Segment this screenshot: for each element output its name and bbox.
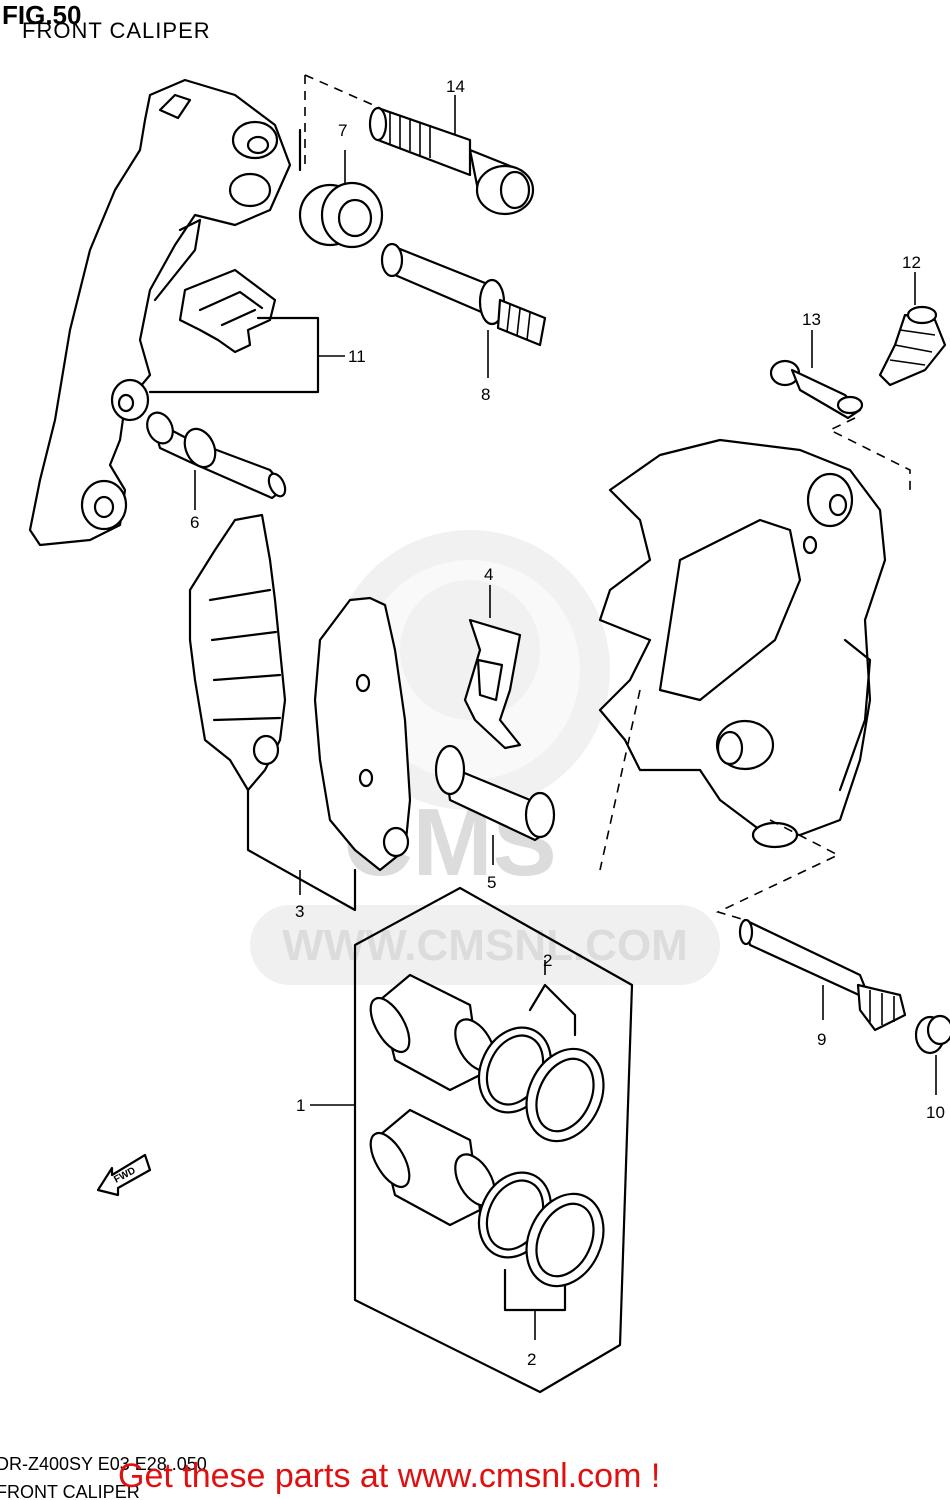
page-title: FRONT CALIPER — [22, 18, 211, 43]
piston-seal-upper[interactable] — [466, 1016, 618, 1154]
figure-number: FIG.50 — [2, 0, 81, 30]
dashed-14 — [304, 74, 381, 170]
callout-10: 10 — [926, 1103, 945, 1122]
watermark-url-text: WWW.CMSNL.COM — [282, 921, 688, 970]
callout-14: 14 — [446, 77, 465, 96]
callout-4: 4 — [484, 565, 493, 584]
model-code: DR-Z400SY E03 E28 .050 — [0, 1454, 207, 1474]
slide-pin-lower[interactable] — [738, 918, 907, 1032]
caliper-body[interactable] — [598, 438, 887, 849]
callout-bracket-11 — [148, 316, 320, 394]
brake-pad-inner[interactable] — [313, 596, 412, 872]
dashed-13 — [828, 417, 911, 490]
callout-8: 8 — [481, 385, 490, 404]
piston-kit-box — [353, 886, 634, 1394]
callout-1: 1 — [296, 1096, 305, 1115]
cta-link[interactable]: Get these parts at www.cmsnl.com ! — [118, 1457, 660, 1495]
pad-retainer-spring[interactable] — [463, 618, 522, 750]
bleeder-valve[interactable] — [878, 305, 947, 387]
callout-6: 6 — [190, 513, 199, 532]
caliper-slide-pin[interactable] — [380, 242, 547, 347]
callout-7: 7 — [338, 121, 347, 140]
callout-5: 5 — [487, 873, 496, 892]
footer-caption: FRONT CALIPER — [0, 1482, 140, 1500]
bracket-pin[interactable] — [142, 408, 288, 500]
callout-11: 11 — [348, 347, 366, 366]
mounting-bolt[interactable] — [368, 106, 535, 216]
callout-bracket-3 — [246, 788, 357, 912]
callout-2-upper: 2 — [543, 951, 552, 970]
callout-bracket-2-upper — [528, 983, 577, 1037]
pad-spring[interactable] — [178, 268, 277, 354]
rubber-boot[interactable] — [298, 181, 384, 249]
caliper-bracket[interactable] — [28, 78, 302, 547]
dashed-9 — [715, 819, 840, 921]
callout-9: 9 — [817, 1030, 826, 1049]
callout-12: 12 — [902, 253, 921, 272]
callout-13: 13 — [802, 310, 821, 329]
callout-2-lower: 2 — [527, 1350, 536, 1369]
pad-pin[interactable] — [434, 744, 556, 842]
callout-3: 3 — [295, 902, 304, 921]
forward-arrow-icon: FWD — [96, 1153, 152, 1197]
piston-seal-lower[interactable] — [466, 1161, 618, 1299]
bleeder-cap[interactable] — [769, 359, 864, 420]
pin-cap[interactable] — [914, 1014, 950, 1055]
brake-pad-outer[interactable] — [188, 513, 287, 792]
